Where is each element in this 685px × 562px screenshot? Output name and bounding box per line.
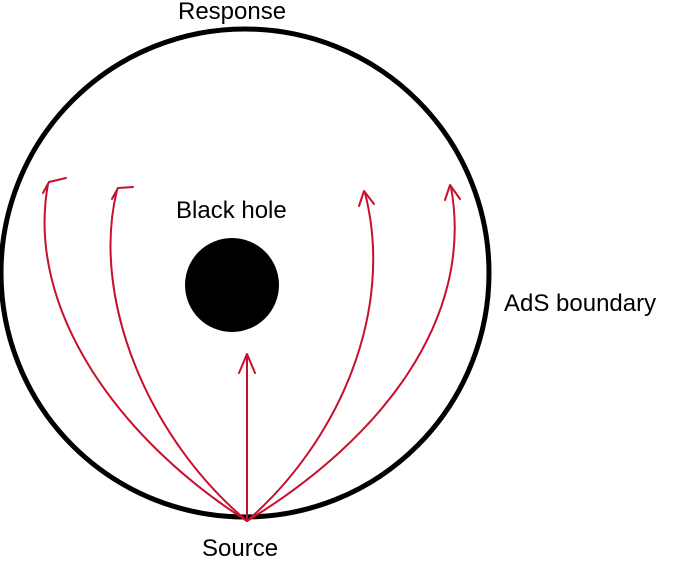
ray-right <box>246 192 375 522</box>
ray-far-left-arrowhead <box>42 177 67 194</box>
response-label: Response <box>178 0 287 25</box>
ray-far-right <box>246 186 456 522</box>
source-label: Source <box>202 535 279 562</box>
ray-left-arrowhead <box>111 186 134 200</box>
ray-far-left <box>43 183 248 522</box>
ads-boundary-label: AdS boundary <box>504 290 657 317</box>
ray-center-arrowhead <box>238 353 256 374</box>
rays-group <box>42 177 461 522</box>
ray-left <box>109 189 248 522</box>
ray-right-arrowhead <box>358 190 375 207</box>
black-hole-label: Black hole <box>176 197 287 224</box>
black-hole-disk <box>185 238 279 332</box>
ads-boundary-circle <box>0 26 492 520</box>
ray-far-right-arrowhead <box>444 184 461 201</box>
